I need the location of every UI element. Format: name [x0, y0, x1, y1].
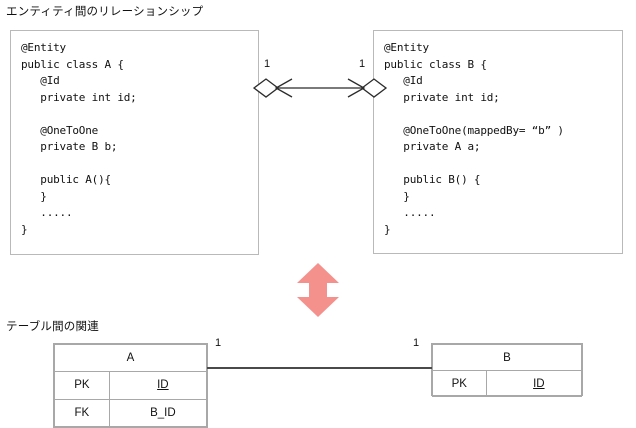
code-box-entity-a: @Entity public class A { @Id private int… — [10, 30, 259, 255]
uml-multiplicity-right: 1 — [359, 58, 366, 70]
er-table-b: B PK ID — [431, 343, 583, 397]
er-table-a-row-0-column-label: ID — [157, 379, 169, 392]
er-table-b-row-0-column: ID — [485, 370, 583, 397]
table-row: PK ID — [432, 370, 583, 397]
double-headed-vertical-arrow-icon — [297, 263, 339, 317]
er-table-a: A PK ID FK B_ID — [53, 343, 208, 428]
er-table-b-row-0-key: PK — [432, 370, 487, 397]
uml-multiplicity-left: 1 — [264, 58, 271, 70]
er-table-b-title-row: B — [432, 344, 582, 371]
er-table-a-row-0-column: ID — [108, 371, 208, 400]
er-table-a-row-0-key: PK — [54, 371, 110, 400]
er-multiplicity-right: 1 — [413, 337, 420, 349]
entity-section-caption: エンティティ間のリレーションシップ — [6, 6, 204, 18]
er-table-a-title: A — [54, 343, 207, 373]
uml-left-diamond-icon — [252, 78, 280, 98]
uml-right-arrowhead-icon — [347, 78, 366, 98]
code-box-entity-b: @Entity public class B { @Id private int… — [373, 30, 623, 254]
er-relationship-line — [207, 367, 432, 369]
er-table-a-title-row: A — [54, 343, 207, 373]
er-table-b-title: B — [432, 344, 582, 371]
table-row: FK B_ID — [54, 398, 208, 428]
er-table-b-row-0-column-label: ID — [533, 377, 545, 390]
uml-left-arrowhead-icon — [274, 78, 293, 98]
uml-right-diamond-icon — [360, 78, 388, 98]
table-row: PK ID — [54, 371, 208, 400]
code-text-entity-b: @Entity public class B { @Id private int… — [384, 41, 564, 236]
code-text-entity-a: @Entity public class A { @Id private int… — [21, 41, 137, 236]
er-table-a-row-1-key: FK — [54, 398, 110, 428]
er-table-a-row-1-column: B_ID — [108, 398, 208, 428]
table-section-caption: テーブル間の関連 — [6, 321, 99, 333]
er-multiplicity-left: 1 — [215, 337, 222, 349]
uml-association-connector — [252, 78, 388, 98]
